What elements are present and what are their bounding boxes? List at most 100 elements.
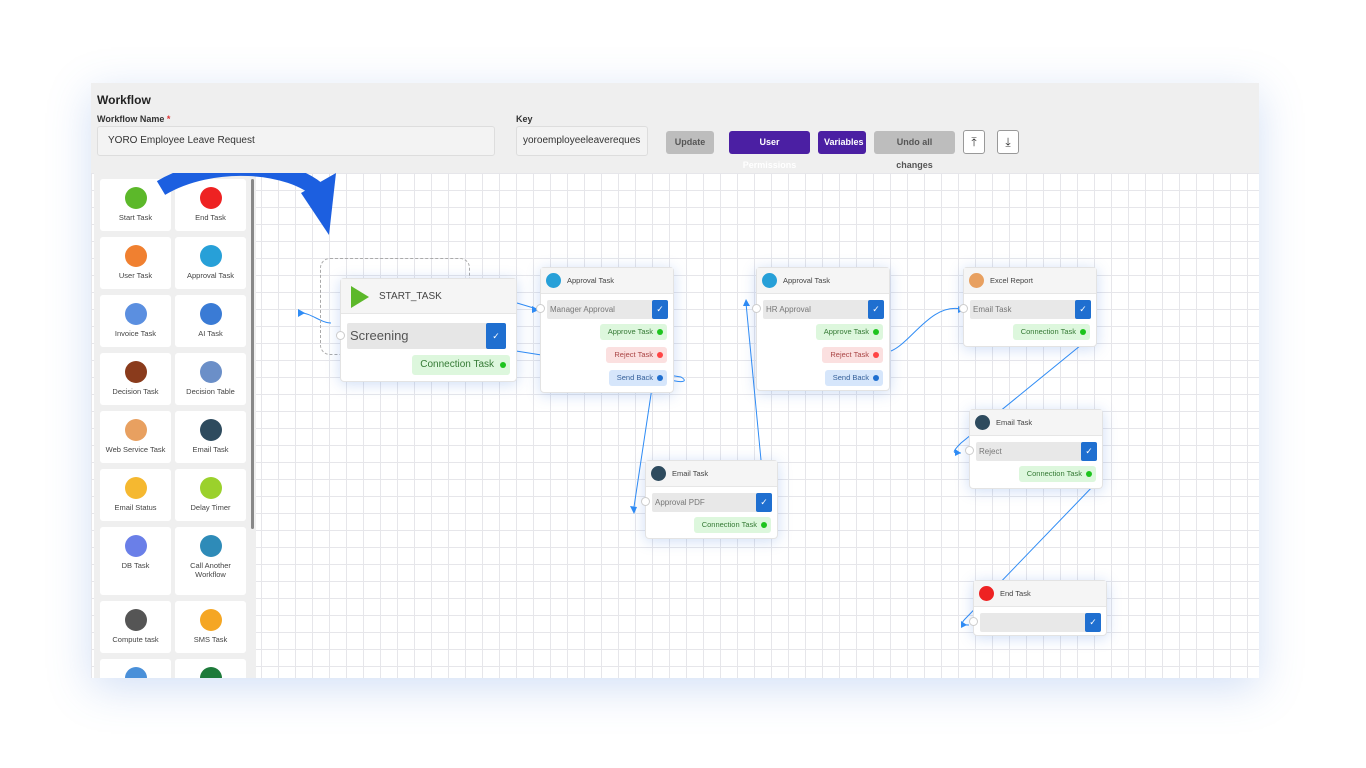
workflow-name-label: Workflow Name *	[97, 114, 170, 124]
field-value: Approval PDF	[655, 498, 705, 507]
node-field[interactable]: Manager Approval✓	[547, 300, 668, 319]
check-icon[interactable]: ✓	[1081, 442, 1097, 461]
required-mark: *	[166, 114, 171, 124]
palette-item-label: Email Status	[114, 503, 157, 512]
pill-label: Reject Task	[614, 350, 653, 359]
email-icon	[975, 415, 990, 430]
variables-button[interactable]: Variables	[818, 131, 866, 154]
node-email1[interactable]: Email Task Approval PDF✓Connection Task	[641, 460, 778, 539]
port-dot[interactable]	[500, 362, 506, 368]
node-field[interactable]: Approval PDF ✓	[652, 493, 772, 512]
drag-indicator-arrowhead	[301, 173, 336, 235]
palette-item-decision-table[interactable]: Decision Table	[175, 353, 246, 405]
excel-report-icon	[969, 273, 984, 288]
node-excel[interactable]: Excel Report Email Task✓Connection Task	[959, 267, 1097, 347]
update-button[interactable]: Update	[666, 131, 714, 154]
palette-item-excel-icon[interactable]	[175, 659, 246, 678]
input-port[interactable]	[969, 617, 978, 626]
port-dot[interactable]	[657, 375, 663, 381]
palette-item-email-status[interactable]: Email Status	[100, 469, 171, 521]
port-dot[interactable]	[761, 522, 767, 528]
palette-item-start-task[interactable]: Start Task	[100, 179, 171, 231]
palette-item-ai-task[interactable]: AI Task	[175, 295, 246, 347]
check-icon[interactable]: ✓	[756, 493, 772, 512]
download-icon[interactable]: ⤓	[997, 130, 1019, 154]
node-approval2[interactable]: Approval Task HR Approval✓ Approve Task R…	[752, 267, 890, 391]
input-port[interactable]	[752, 304, 761, 313]
node-field[interactable]: Reject✓	[976, 442, 1097, 461]
approval-check-icon	[762, 273, 777, 288]
approve-task-output[interactable]: Approve Task	[599, 324, 667, 340]
node-approval1[interactable]: Approval Task Manager Approval✓ Approve T…	[536, 267, 674, 393]
undo-all-changes-button[interactable]: Undo all changes	[874, 131, 955, 170]
user-permissions-button[interactable]: User Permissions	[729, 131, 810, 170]
palette-item-decision-task[interactable]: Decision Task	[100, 353, 171, 405]
input-port[interactable]	[536, 304, 545, 313]
page-title: Workflow	[97, 93, 151, 107]
connection-task-output[interactable]: Connection Task	[1012, 324, 1090, 340]
palette-item-label: Email Task	[192, 445, 229, 454]
check-icon[interactable]: ✓	[1075, 300, 1091, 319]
approve-task-output[interactable]: Approve Task	[815, 324, 883, 340]
port-dot[interactable]	[1086, 471, 1092, 477]
palette-item-db-task[interactable]: DB Task	[100, 527, 171, 595]
check-icon[interactable]: ✓	[486, 323, 506, 349]
reject-task-output[interactable]: Reject Task	[822, 347, 883, 363]
port-dot[interactable]	[873, 375, 879, 381]
palette-item-email-task[interactable]: Email Task	[175, 411, 246, 463]
palette-item-label: Decision Task	[112, 387, 159, 396]
check-icon[interactable]: ✓	[868, 300, 884, 319]
port-dot[interactable]	[873, 329, 879, 335]
compute-icon	[124, 609, 147, 631]
pill-label: Approve Task	[607, 327, 653, 336]
palette-item-delay-timer[interactable]: Delay Timer	[175, 469, 246, 521]
palette-item-compute-task[interactable]: Compute task	[100, 601, 171, 653]
send-back-output[interactable]: Send Back	[824, 370, 883, 386]
ai-icon	[199, 303, 222, 325]
node-email2[interactable]: Email Task Reject✓Connection Task	[965, 409, 1103, 489]
palette-item-call-another-workflow[interactable]: Call Another Workflow	[175, 527, 246, 595]
check-icon[interactable]: ✓	[1085, 613, 1101, 632]
key-label: Key	[516, 114, 533, 124]
connector-email1-approval2	[745, 302, 762, 461]
node-start-task[interactable]: START_TASK Screening✓ Connection Task	[336, 278, 517, 382]
node-field[interactable]: HR Approval✓	[763, 300, 884, 319]
palette-item-clipboard-icon[interactable]	[100, 659, 171, 678]
sms-icon	[199, 609, 222, 631]
input-port[interactable]	[641, 497, 650, 506]
node-field[interactable]: ✓	[980, 613, 1101, 632]
pill-label: Connection Task	[1020, 327, 1076, 336]
key-input[interactable]: yoroemployeeleavereques	[516, 126, 648, 156]
palette-item-user-task[interactable]: User Task	[100, 237, 171, 289]
invoice-icon	[124, 303, 147, 325]
palette-item-approval-task[interactable]: Approval Task	[175, 237, 246, 289]
screening-field[interactable]: Screening✓	[347, 323, 506, 349]
node-header: Approval Task	[757, 268, 889, 294]
palette-item-sms-task[interactable]: SMS Task	[175, 601, 246, 653]
play-icon	[124, 187, 147, 209]
input-port[interactable]	[336, 331, 345, 340]
node-end[interactable]: End Task ✓	[969, 580, 1107, 636]
check-icon[interactable]: ✓	[652, 300, 668, 319]
connection-task-output[interactable]: Connection Task	[693, 517, 771, 533]
palette-item-label: Start Task	[118, 213, 153, 222]
port-dot[interactable]	[657, 352, 663, 358]
node-header: Approval Task	[541, 268, 673, 294]
upload-icon[interactable]: ⤒	[963, 130, 985, 154]
palette-scrollbar[interactable]	[251, 179, 254, 529]
reject-task-output[interactable]: Reject Task	[606, 347, 667, 363]
port-dot[interactable]	[657, 329, 663, 335]
send-back-output[interactable]: Send Back	[608, 370, 667, 386]
connection-task-output[interactable]: Connection Task	[412, 355, 510, 375]
connection-task-output[interactable]: Connection Task	[1018, 466, 1096, 482]
input-port[interactable]	[965, 446, 974, 455]
palette-item-end-task[interactable]: End Task	[175, 179, 246, 231]
workflow-name-input[interactable]: YORO Employee Leave Request	[97, 126, 495, 156]
palette-item-web-service-task[interactable]: Web Service Task	[100, 411, 171, 463]
input-port[interactable]	[959, 304, 968, 313]
port-dot[interactable]	[873, 352, 879, 358]
port-dot[interactable]	[1080, 329, 1086, 335]
node-field[interactable]: Email Task✓	[970, 300, 1091, 319]
palette-item-invoice-task[interactable]: Invoice Task	[100, 295, 171, 347]
